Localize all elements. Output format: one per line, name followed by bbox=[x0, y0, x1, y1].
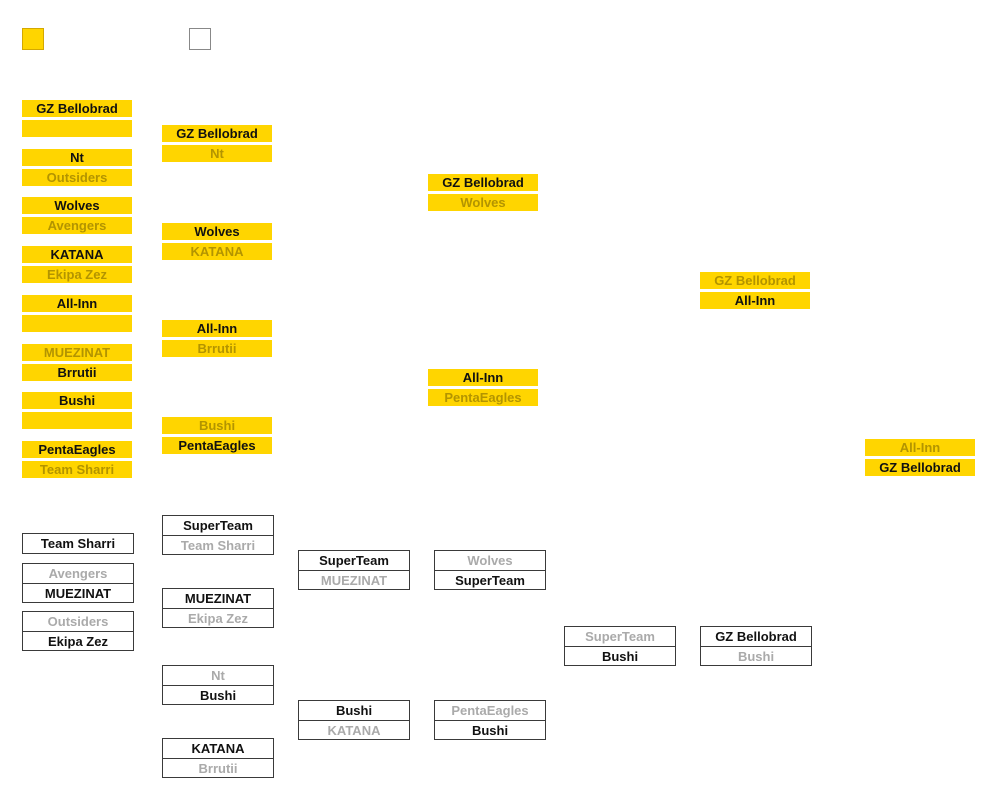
team-slot: Team Sharri bbox=[22, 461, 132, 478]
team-slot: SuperTeam bbox=[319, 553, 389, 568]
team-slot: Team Sharri bbox=[40, 536, 116, 551]
upper-final[interactable]: GZ Bellobrad All-Inn bbox=[700, 272, 810, 312]
team-slot: Avengers bbox=[22, 217, 132, 234]
team-slot: MUEZINAT bbox=[22, 344, 132, 361]
team-slot: Bushi bbox=[163, 685, 273, 704]
lower-r1-match-1[interactable]: Team Sharri bbox=[22, 533, 134, 554]
team-slot: Nt bbox=[162, 145, 272, 162]
team-slot: KATANA bbox=[22, 246, 132, 263]
team-slot: SuperTeam bbox=[183, 518, 253, 533]
team-slot: Bushi bbox=[162, 417, 272, 434]
upper-semifinal-1[interactable]: GZ Bellobrad Wolves bbox=[428, 174, 538, 214]
team-slot: KATANA bbox=[162, 243, 272, 260]
team-slot: SuperTeam bbox=[435, 570, 545, 589]
lower-r4-match-2[interactable]: PentaEagles Bushi bbox=[434, 700, 546, 740]
team-slot: Outsiders bbox=[47, 614, 109, 629]
lower-final[interactable]: GZ Bellobrad Bushi bbox=[700, 626, 812, 666]
upper-r2-match-3[interactable]: All-Inn Brrutii bbox=[162, 320, 272, 360]
team-slot: Wolves bbox=[428, 194, 538, 211]
team-slot: PentaEagles bbox=[451, 703, 529, 718]
upper-r2-match-1[interactable]: GZ Bellobrad Nt bbox=[162, 125, 272, 165]
team-slot: Bushi bbox=[701, 646, 811, 665]
team-slot: All-Inn bbox=[428, 369, 538, 386]
upper-r1-match-6[interactable]: MUEZINAT Brrutii bbox=[22, 344, 132, 384]
team-slot: GZ Bellobrad bbox=[22, 100, 132, 117]
lower-r1-match-3[interactable]: Outsiders Ekipa Zez bbox=[22, 611, 134, 651]
team-slot: PentaEagles bbox=[162, 437, 272, 454]
team-slot: MUEZINAT bbox=[299, 570, 409, 589]
upper-r1-match-8[interactable]: PentaEagles Team Sharri bbox=[22, 441, 132, 481]
team-slot: Brrutii bbox=[162, 340, 272, 357]
team-slot: KATANA bbox=[191, 741, 245, 756]
team-slot: MUEZINAT bbox=[184, 591, 252, 606]
grand-final[interactable]: All-Inn GZ Bellobrad bbox=[865, 439, 975, 479]
team-slot bbox=[22, 412, 132, 429]
upper-bracket-legend-swatch bbox=[22, 28, 44, 50]
team-slot: GZ Bellobrad bbox=[715, 629, 797, 644]
team-slot: SuperTeam bbox=[585, 629, 655, 644]
team-slot: All-Inn bbox=[22, 295, 132, 312]
lower-r3-match-2[interactable]: Bushi KATANA bbox=[298, 700, 410, 740]
lower-semifinal[interactable]: SuperTeam Bushi bbox=[564, 626, 676, 666]
lower-r2-match-4[interactable]: KATANA Brrutii bbox=[162, 738, 274, 778]
team-slot: GZ Bellobrad bbox=[162, 125, 272, 142]
lower-r2-match-1[interactable]: SuperTeam Team Sharri bbox=[162, 515, 274, 555]
team-slot: Brrutii bbox=[22, 364, 132, 381]
team-slot: Nt bbox=[211, 668, 225, 683]
team-slot: Wolves bbox=[467, 553, 513, 568]
lower-r2-match-2[interactable]: MUEZINAT Ekipa Zez bbox=[162, 588, 274, 628]
team-slot: Bushi bbox=[22, 392, 132, 409]
team-slot: Ekipa Zez bbox=[23, 631, 133, 650]
team-slot: Team Sharri bbox=[163, 535, 273, 554]
team-slot: GZ Bellobrad bbox=[428, 174, 538, 191]
team-slot: GZ Bellobrad bbox=[700, 272, 810, 289]
team-slot bbox=[22, 315, 132, 332]
team-slot: Outsiders bbox=[22, 169, 132, 186]
team-slot: GZ Bellobrad bbox=[865, 459, 975, 476]
team-slot: Wolves bbox=[22, 197, 132, 214]
upper-r2-match-4[interactable]: Bushi PentaEagles bbox=[162, 417, 272, 457]
upper-r1-match-4[interactable]: KATANA Ekipa Zez bbox=[22, 246, 132, 286]
team-slot bbox=[22, 120, 132, 137]
lower-r2-match-3[interactable]: Nt Bushi bbox=[162, 665, 274, 705]
upper-semifinal-2[interactable]: All-Inn PentaEagles bbox=[428, 369, 538, 409]
upper-r1-match-2[interactable]: Nt Outsiders bbox=[22, 149, 132, 189]
team-slot: Bushi bbox=[335, 703, 373, 718]
lower-r4-match-1[interactable]: Wolves SuperTeam bbox=[434, 550, 546, 590]
team-slot: Wolves bbox=[162, 223, 272, 240]
team-slot: MUEZINAT bbox=[23, 583, 133, 602]
team-slot: Ekipa Zez bbox=[163, 608, 273, 627]
upper-r1-match-3[interactable]: Wolves Avengers bbox=[22, 197, 132, 237]
team-slot: KATANA bbox=[299, 720, 409, 739]
team-slot: All-Inn bbox=[865, 439, 975, 456]
team-slot: Nt bbox=[22, 149, 132, 166]
team-slot: All-Inn bbox=[162, 320, 272, 337]
upper-r1-match-5[interactable]: All-Inn bbox=[22, 295, 132, 335]
team-slot: Brrutii bbox=[163, 758, 273, 777]
team-slot: Bushi bbox=[565, 646, 675, 665]
lower-r3-match-1[interactable]: SuperTeam MUEZINAT bbox=[298, 550, 410, 590]
upper-r1-match-7[interactable]: Bushi bbox=[22, 392, 132, 432]
upper-r2-match-2[interactable]: Wolves KATANA bbox=[162, 223, 272, 263]
team-slot: Ekipa Zez bbox=[22, 266, 132, 283]
upper-r1-match-1[interactable]: GZ Bellobrad bbox=[22, 100, 132, 140]
team-slot: PentaEagles bbox=[22, 441, 132, 458]
team-slot: Bushi bbox=[435, 720, 545, 739]
team-slot: PentaEagles bbox=[428, 389, 538, 406]
team-slot: All-Inn bbox=[700, 292, 810, 309]
team-slot: Avengers bbox=[48, 566, 108, 581]
lower-bracket-legend-swatch bbox=[189, 28, 211, 50]
lower-r1-match-2[interactable]: Avengers MUEZINAT bbox=[22, 563, 134, 603]
